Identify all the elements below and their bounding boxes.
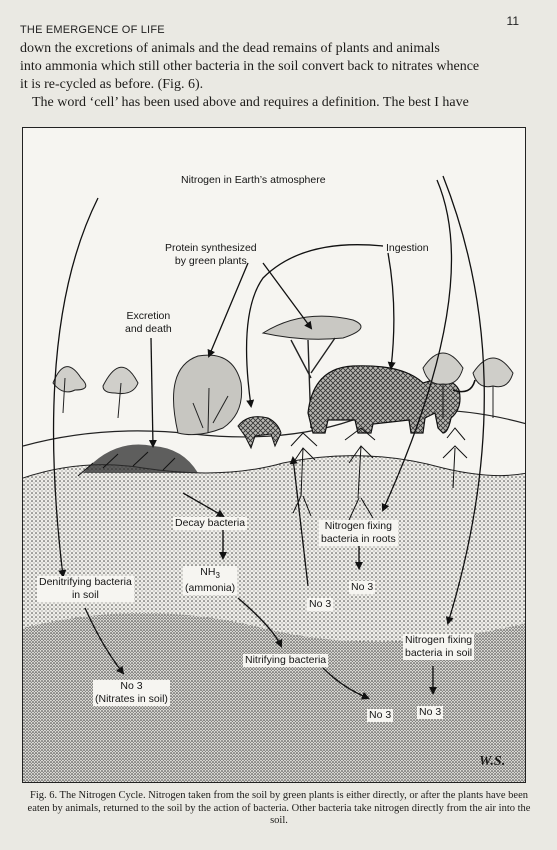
label-fixing-roots-line2: bacteria in roots [321,533,396,545]
label-denitrifying-line2: in soil [71,589,99,601]
label-fixing-soil-line1: Nitrogen fixing [405,634,473,646]
artist-signature: W.S. [479,754,506,769]
body-line: The word ‘cell’ has been used above and … [32,95,469,110]
label-excretion-line2: and death [125,323,172,335]
body-line: down the excretions of animals and the d… [20,41,440,56]
label-protein-line2: by green plants [174,255,247,267]
arrow-ingestion [245,244,384,408]
arrow-protein-to-shrub [207,262,249,358]
arrow-denitrify-to-no3 [84,607,125,675]
label-nitrates: No 3(Nitrates in soil) [93,680,170,706]
label-denitrifying-line1: Denitrifying bacteria [39,576,132,588]
label-atmosphere: Nitrogen in Earth’s atmosphere [181,174,326,186]
label-no3-bottom-left: No 3 [367,709,394,722]
arrow-protein-to-tree [262,262,313,330]
label-protein-line1: Protein synthesized [165,242,257,254]
label-no3-nitrates: No 3 [120,680,143,692]
nitrogen-cycle-figure: Nitrogen in Earth’s atmosphere Protein s… [22,127,526,783]
arrow-nh3-to-nitrify [237,597,283,648]
arrow-ingestion-to-elephant [387,252,396,370]
arrow-atmosphere-to-denitrify [52,197,99,578]
shrub [173,354,243,436]
page-number: 11 [506,14,519,28]
label-no3-mid: No 3 [307,598,334,611]
label-fixing-roots-line1: Nitrogen fixing [324,520,392,532]
label-nh3: NH3(ammonia) [183,566,238,596]
label-no3-roots: No 3 [349,581,376,594]
label-nh3-base: NH [200,566,216,578]
body-text: down the excretions of animals and the d… [20,40,530,112]
arrow-atmosphere-to-soil [442,175,485,625]
rooted-plants [290,427,468,521]
label-ingestion: Ingestion [386,242,429,254]
arrow-excretion [148,337,157,448]
elephant [307,365,476,434]
label-decay-bacteria: Decay bacteria [173,517,248,530]
label-ammonia: (ammonia) [185,582,236,595]
label-nh3-sub: 3 [215,571,220,581]
arrow-nitrify-to-no3 [322,667,370,700]
background-trees-left [52,366,139,419]
body-line: it is re-cycled as before. (Fig. 6). [20,77,204,92]
cycle-arrows [52,175,485,700]
body-line: into ammonia which still other bacteria … [20,59,480,74]
deep-soil-layer [23,613,525,782]
arrow-no3-up [289,456,309,587]
label-nitrifying: Nitrifying bacteria [243,654,329,667]
figure-caption: Fig. 6. The Nitrogen Cycle. Nitrogen tak… [27,790,531,826]
label-no3-bottom-right: No 3 [417,706,444,719]
label-excretion-line1: Excretion [126,310,171,322]
running-head: THE EMERGENCE OF LIFE [20,24,165,36]
label-nitrates-in-soil: (Nitrates in soil) [95,693,168,705]
arrow-atmosphere-to-roots [381,179,453,512]
label-fixing-soil-line2: bacteria in soil [405,647,473,659]
small-animal [237,416,282,450]
arrow-decay [182,492,225,517]
